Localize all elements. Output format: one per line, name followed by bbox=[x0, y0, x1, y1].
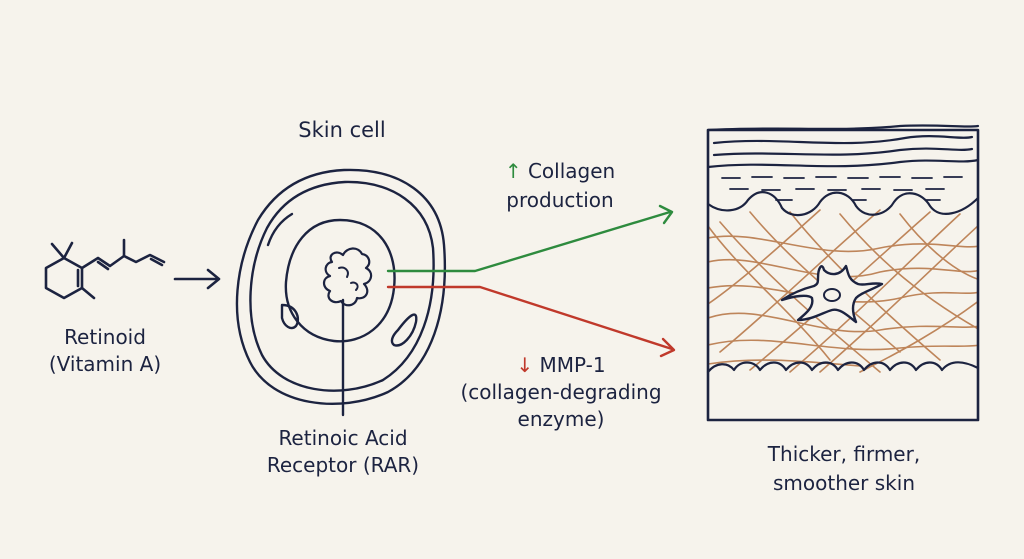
molecule-subtitle: (Vitamin A) bbox=[48, 352, 162, 376]
organelle-arc bbox=[266, 212, 294, 247]
right-arrow-icon bbox=[173, 268, 221, 290]
mmp1-effect-label: ↓ MMP-1 (collagen-degrading enzyme) bbox=[446, 352, 676, 433]
organelle-left bbox=[280, 303, 300, 330]
result-line2: smoother skin bbox=[772, 471, 915, 495]
fibroblast bbox=[780, 264, 884, 324]
fibroblast-nucleus bbox=[823, 288, 841, 302]
molecule-label: Retinoid (Vitamin A) bbox=[20, 324, 190, 378]
subcutaneous-fat-boundary bbox=[706, 361, 980, 374]
nucleus-outline bbox=[284, 218, 396, 343]
retinoid-molecule-icon bbox=[44, 238, 166, 300]
cell-membrane-inner bbox=[249, 180, 435, 392]
collagen-effect-label: ↑ Collagen production bbox=[470, 157, 650, 215]
dermal-epidermal-junction bbox=[706, 191, 980, 217]
organelle-right bbox=[390, 313, 418, 347]
mmp1-downregulation-arrow bbox=[386, 285, 676, 358]
result-line1: Thicker, firmer, bbox=[767, 442, 921, 466]
skin-cross-section-icon bbox=[706, 124, 980, 422]
mmp1-effect-line2: (collagen-degrading bbox=[460, 380, 662, 404]
mmp1-effect-line3: enzyme) bbox=[517, 407, 605, 431]
cell-title: Skin cell bbox=[262, 117, 422, 143]
mmp1-effect-line1: MMP-1 bbox=[539, 353, 606, 377]
skin-cell-icon bbox=[235, 168, 446, 417]
result-label: Thicker, firmer, smoother skin bbox=[730, 440, 958, 498]
receptor-label: Retinoic Acid Receptor (RAR) bbox=[240, 425, 446, 479]
receptor-name-line2: Receptor (RAR) bbox=[266, 453, 420, 477]
receptor-name-line1: Retinoic Acid bbox=[278, 426, 408, 450]
up-arrow-icon: ↑ bbox=[504, 159, 522, 183]
epidermis-dashes bbox=[721, 176, 963, 201]
collagen-effect-line2: production bbox=[506, 188, 614, 212]
collagen-effect-line1: Collagen bbox=[527, 159, 616, 183]
skin-cell-title: Skin cell bbox=[298, 118, 386, 142]
collagen-upregulation-arrow bbox=[386, 204, 674, 273]
chromatin bbox=[322, 247, 373, 307]
skin-section-frame bbox=[706, 128, 980, 422]
down-arrow-icon: ↓ bbox=[516, 353, 534, 377]
skin-surface-line bbox=[706, 124, 980, 132]
molecule-name: Retinoid bbox=[64, 325, 146, 349]
cell-membrane-outer bbox=[235, 168, 446, 406]
stratum-corneum-boundary bbox=[706, 158, 980, 169]
